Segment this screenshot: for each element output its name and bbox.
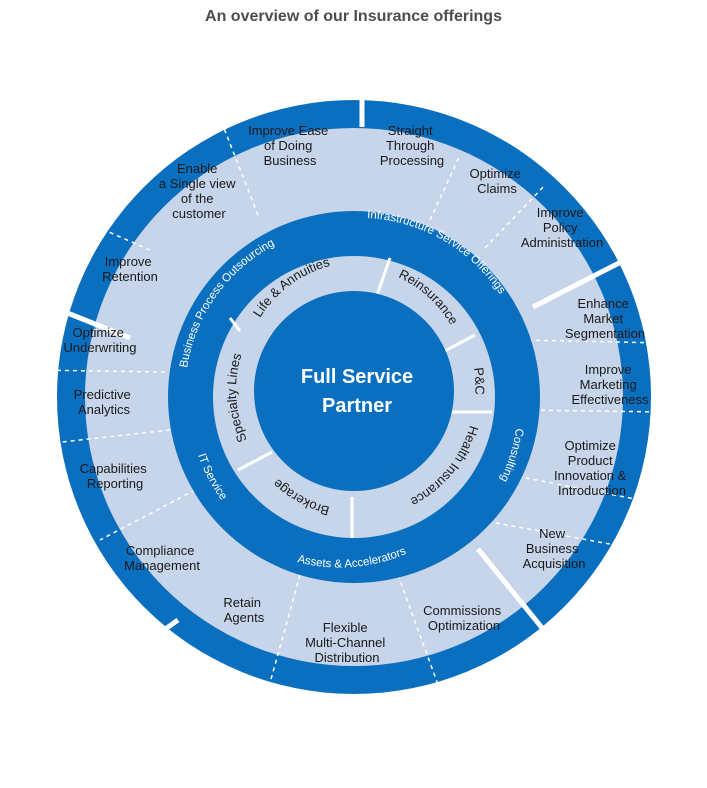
cell-retain-agents: Retain Agents: [223, 595, 264, 625]
cell-optimize-claims: Optimize Claims: [470, 166, 525, 196]
outer-ring-dividers: [29, 97, 662, 652]
cell-improve-policy: Improve Policy Administration: [521, 205, 603, 250]
cell-straight-through: Straight Through Processing: [380, 123, 444, 168]
cell-capabilities: Capabilities Reporting: [80, 461, 151, 491]
segment-label-pc: P&C: [471, 367, 487, 396]
cell-commissions: Commissions Optimization: [423, 603, 505, 633]
cell-compliance: Compliance Management: [124, 543, 200, 573]
cell-line: Optimize: [470, 166, 521, 181]
segment-dividers: [228, 257, 492, 538]
cell-line: Optimize: [73, 325, 124, 340]
cell-line: Improve: [105, 254, 152, 269]
svg-text:P&C: P&C: [471, 367, 487, 396]
cell-line: New: [539, 526, 566, 541]
cell-line: Management: [124, 558, 200, 573]
cell-optimize-underwriting: Optimize Underwriting: [64, 325, 137, 355]
cell-line: Processing: [380, 153, 444, 168]
cell-line: Through: [386, 138, 434, 153]
cell-line: Optimization: [428, 618, 500, 633]
svg-text:Channel Management: Channel Management: [262, 698, 410, 730]
cell-line: of the: [181, 191, 214, 206]
center-title-line1: Full Service: [301, 366, 413, 388]
cell-line: customer: [172, 206, 226, 221]
cell-line: Agents: [224, 610, 265, 625]
cell-line: Enable: [177, 161, 217, 176]
cell-line: Business: [526, 541, 579, 556]
cell-line: Segmentation: [565, 326, 645, 341]
cell-line: Flexible: [323, 620, 368, 635]
cell-line: Straight: [388, 123, 433, 138]
page-title: An overview of our Insurance offerings: [205, 8, 502, 25]
center-circle: [254, 291, 454, 491]
cell-line: Claims: [477, 181, 517, 196]
cell-line: Policy: [543, 220, 578, 235]
cell-line: Underwriting: [64, 340, 137, 355]
cell-dividers: [34, 117, 666, 691]
outer-label-organic-growth: Organic Growth: [656, 363, 682, 472]
cell-improve-marketing: Improve Marketing Effectiveness: [571, 362, 649, 407]
cell-line: Improve: [537, 205, 584, 220]
cell-line: Commissions: [423, 603, 502, 618]
cell-line: Retain: [223, 595, 261, 610]
cell-enhance-market: Enhance Market Segmentation: [565, 296, 645, 341]
cell-line: Distribution: [314, 650, 379, 665]
outer-label-channel-management: Channel Management: [262, 698, 410, 730]
cell-improve-retention: Improve Retention: [102, 254, 158, 284]
cell-line: Reporting: [87, 476, 143, 491]
cell-line: Acquisition: [523, 556, 586, 571]
cell-line: Retention: [102, 269, 158, 284]
cell-optimize-product: Optimize Product Innovation & Introducti…: [554, 438, 630, 498]
svg-text:Organic Growth: Organic Growth: [656, 363, 682, 472]
cell-line: Capabilities: [80, 461, 148, 476]
cell-line: Innovation &: [554, 468, 627, 483]
cell-line: Administration: [521, 235, 603, 250]
cell-line: Market: [583, 311, 623, 326]
cell-line: a Single view: [159, 176, 236, 191]
cell-single-view: Enable a Single view of the customer: [159, 161, 239, 221]
cell-new-business: New Business Acquisition: [523, 526, 586, 571]
cell-flexible-multichannel: Flexible Multi-Channel Distribution: [305, 620, 389, 665]
cell-line: Enhance: [578, 296, 629, 311]
cell-line: Effectiveness: [571, 392, 649, 407]
cell-line: Business: [264, 153, 317, 168]
cell-line: Marketing: [580, 377, 637, 392]
cell-line: Product: [568, 453, 613, 468]
cell-line: Compliance: [126, 543, 195, 558]
cell-line: of Doing: [264, 138, 312, 153]
cell-line: Improve: [585, 362, 632, 377]
cell-line: Multi-Channel: [305, 635, 385, 650]
cell-predictive: Predictive Analytics: [74, 387, 135, 417]
cell-line: Improve Ease: [248, 123, 328, 138]
center-title-line2: Partner: [322, 395, 392, 417]
cell-line: Introduction: [558, 483, 626, 498]
cell-line: Predictive: [74, 387, 131, 402]
cell-line: Optimize: [565, 438, 616, 453]
cell-line: Analytics: [78, 402, 131, 417]
cell-improve-ease: Improve Ease of Doing Business: [248, 123, 332, 168]
